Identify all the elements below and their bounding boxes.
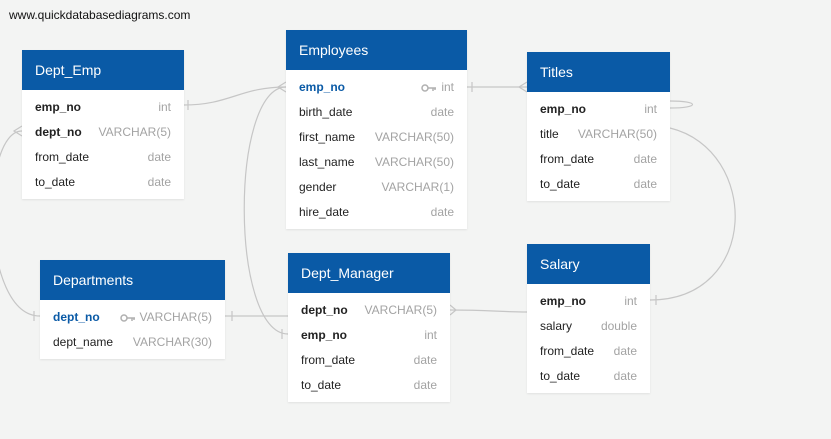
- column-type: VARCHAR(50): [577, 127, 657, 141]
- column-row: emp_no int: [527, 289, 650, 314]
- column-type: date: [413, 378, 437, 392]
- column-name: emp_no: [301, 328, 348, 342]
- column-type: date: [633, 152, 657, 166]
- column-name: to_date: [301, 378, 342, 392]
- column-type: int: [424, 328, 437, 342]
- column-type: date: [147, 175, 171, 189]
- table-titles[interactable]: Titles emp_no int title VARCHAR(50) from…: [527, 52, 670, 201]
- table-title: Departments: [40, 260, 225, 300]
- column-name: emp_no: [540, 294, 587, 308]
- column-type: date: [633, 177, 657, 191]
- column-type: VARCHAR(5): [98, 125, 171, 139]
- column-row: dept_no VARCHAR(5): [22, 120, 184, 145]
- rel-deptmanager-employees: [243, 86, 289, 335]
- column-type: date: [613, 369, 637, 383]
- column-row: to_date date: [288, 373, 450, 398]
- column-type: VARCHAR(5): [139, 310, 212, 324]
- table-departments[interactable]: Departments dept_no VARCHAR(5) dept_name…: [40, 260, 225, 359]
- column-name: to_date: [35, 175, 76, 189]
- column-row: emp_no int: [286, 75, 467, 100]
- column-type: date: [413, 353, 437, 367]
- column-name: birth_date: [299, 105, 353, 119]
- column-name: first_name: [299, 130, 356, 144]
- column-row: dept_no VARCHAR(5): [40, 305, 225, 330]
- table-salary[interactable]: Salary emp_no int salary double from_dat…: [527, 244, 650, 393]
- table-title: Salary: [527, 244, 650, 284]
- column-row: dept_name VARCHAR(30): [40, 330, 225, 355]
- column-row: emp_no int: [527, 97, 670, 122]
- column-type: VARCHAR(1): [381, 180, 454, 194]
- column-name: emp_no: [35, 100, 82, 114]
- column-type: int: [624, 294, 637, 308]
- column-row: from_date date: [22, 145, 184, 170]
- column-type: date: [430, 105, 454, 119]
- column-name: from_date: [35, 150, 90, 164]
- column-type: int: [644, 102, 657, 116]
- column-row: salary double: [527, 314, 650, 339]
- table-dept-manager[interactable]: Dept_Manager dept_no VARCHAR(5) emp_no i…: [288, 253, 450, 402]
- table-employees[interactable]: Employees emp_no int birth_date date fir…: [286, 30, 467, 229]
- column-name: hire_date: [299, 205, 350, 219]
- column-row: from_date date: [527, 147, 670, 172]
- key-icon: [119, 313, 135, 322]
- column-name: from_date: [540, 152, 595, 166]
- column-name: to_date: [540, 177, 581, 191]
- column-type: VARCHAR(5): [364, 303, 437, 317]
- column-row: birth_date date: [286, 100, 467, 125]
- column-name: dept_no: [301, 303, 348, 317]
- column-row: title VARCHAR(50): [527, 122, 670, 147]
- column-type: VARCHAR(50): [374, 130, 454, 144]
- column-row: gender VARCHAR(1): [286, 175, 467, 200]
- column-name: dept_name: [53, 335, 114, 349]
- rel-salary-deptmanager: [449, 309, 528, 313]
- column-row: to_date date: [22, 170, 184, 195]
- column-name: emp_no: [299, 80, 346, 94]
- column-type: date: [147, 150, 171, 164]
- column-type: VARCHAR(30): [132, 335, 212, 349]
- column-row: from_date date: [527, 339, 650, 364]
- column-type: date: [430, 205, 454, 219]
- column-row: emp_no int: [22, 95, 184, 120]
- column-row: first_name VARCHAR(50): [286, 125, 467, 150]
- table-dept-emp[interactable]: Dept_Emp emp_no int dept_no VARCHAR(5) f…: [22, 50, 184, 199]
- column-name: from_date: [301, 353, 356, 367]
- column-name: dept_no: [35, 125, 82, 139]
- column-name: last_name: [299, 155, 355, 169]
- column-name: title: [540, 127, 559, 141]
- column-row: last_name VARCHAR(50): [286, 150, 467, 175]
- rel-deptemp-departments: [0, 130, 41, 317]
- watermark: www.quickdatabasediagrams.com: [9, 8, 191, 22]
- rel-salary-titles: [649, 127, 736, 301]
- rel-titles-loop: [669, 100, 693, 109]
- column-name: gender: [299, 180, 337, 194]
- column-row: to_date date: [527, 364, 650, 389]
- table-title: Titles: [527, 52, 670, 92]
- column-row: hire_date date: [286, 200, 467, 225]
- column-name: emp_no: [540, 102, 587, 116]
- column-row: from_date date: [288, 348, 450, 373]
- column-type: int: [158, 100, 171, 114]
- rel-deptemp-employees: [183, 86, 287, 106]
- table-title: Dept_Emp: [22, 50, 184, 90]
- column-name: dept_no: [53, 310, 100, 324]
- column-type: int: [441, 80, 454, 94]
- key-icon: [421, 83, 437, 92]
- column-row: emp_no int: [288, 323, 450, 348]
- column-type: double: [600, 319, 637, 333]
- table-title: Dept_Manager: [288, 253, 450, 293]
- column-type: date: [613, 344, 637, 358]
- column-name: from_date: [540, 344, 595, 358]
- column-name: salary: [540, 319, 573, 333]
- column-row: dept_no VARCHAR(5): [288, 298, 450, 323]
- table-title: Employees: [286, 30, 467, 70]
- column-type: VARCHAR(50): [374, 155, 454, 169]
- column-row: to_date date: [527, 172, 670, 197]
- column-name: to_date: [540, 369, 581, 383]
